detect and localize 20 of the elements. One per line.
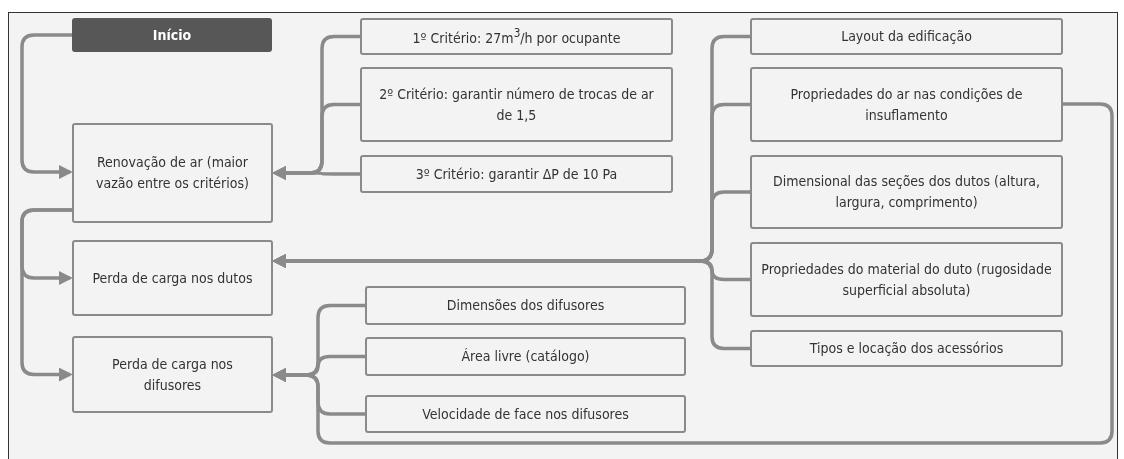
start-box: Início bbox=[72, 18, 272, 52]
process-box: 1º Critério: 27m$^{3}$/h por ocupante bbox=[360, 18, 673, 55]
process-box: Área livre (catálogo) bbox=[365, 337, 686, 376]
process-box: Perda de carga nos dutos bbox=[72, 240, 273, 316]
process-box: Dimensional das seções dos dutos (altura, largura, comprimento) bbox=[750, 155, 1063, 229]
process-box: Perda de carga nos difusores bbox=[72, 336, 273, 413]
process-box: Dimensões dos difusores bbox=[365, 286, 686, 325]
arrow bbox=[20, 33, 73, 179]
arrow bbox=[20, 208, 73, 382]
arrow bbox=[272, 102, 1114, 445]
process-box: Propriedades do ar nas condições de insuflamento bbox=[750, 67, 1063, 142]
process-box: Renovação de ar (maior vazão entre os critérios) bbox=[72, 123, 273, 223]
process-box: Layout da edificação bbox=[750, 18, 1063, 55]
process-box: Propriedades do material do duto (rugosidade superficial absoluta) bbox=[750, 242, 1063, 317]
process-box: Tipos e locação dos acessórios bbox=[750, 330, 1063, 367]
process-box: 3º Critério: garantir ΔP de 10 Pa bbox=[360, 155, 673, 193]
process-box: Velocidade de face nos difusores bbox=[365, 395, 686, 433]
arrow bbox=[272, 166, 360, 180]
arrow bbox=[272, 254, 750, 351]
process-box: 2º Critério: garantir número de trocas de ar de 1,5 bbox=[360, 67, 673, 142]
